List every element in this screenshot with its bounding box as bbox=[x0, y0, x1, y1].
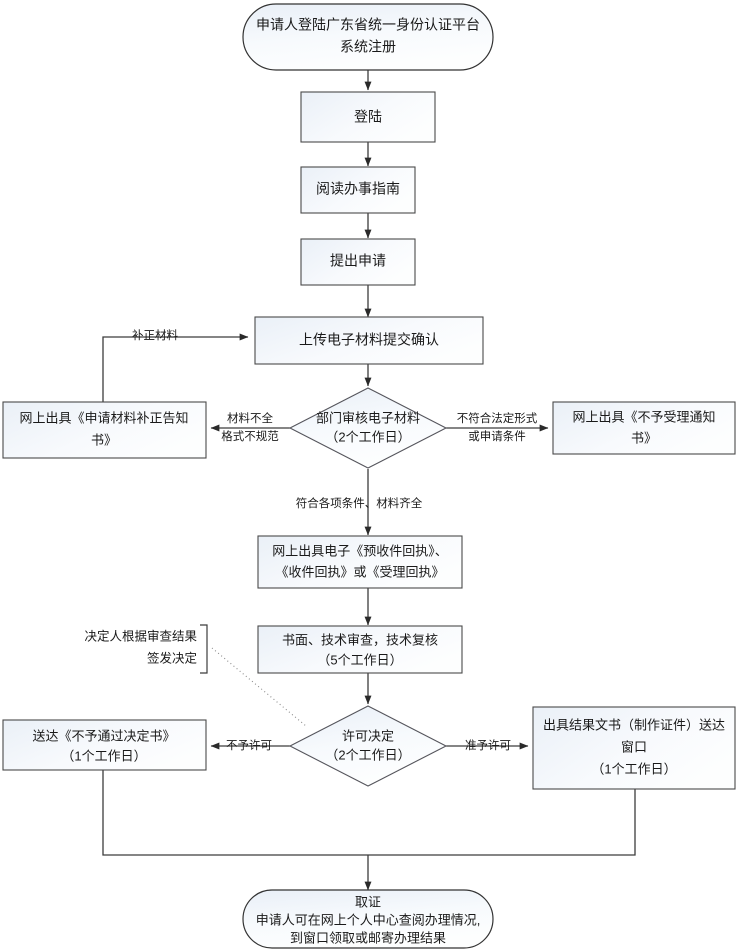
node-permit-decision-shape bbox=[288, 705, 448, 787]
annotation-bracket bbox=[200, 624, 208, 674]
node-review-decision-line-2: （2个工作日） bbox=[325, 429, 410, 444]
node-apply[interactable]: 提出申请 bbox=[300, 238, 416, 286]
edge-label-qualified: 符合各项条件、材料齐全 bbox=[296, 496, 423, 510]
edges-layer bbox=[102, 70, 636, 891]
node-technical-review-line-1: 书面、技术审查，技术复核 bbox=[282, 632, 438, 647]
node-upload[interactable]: 上传电子材料提交确认 bbox=[254, 316, 484, 365]
node-end-shape bbox=[242, 889, 494, 949]
node-reject-accept-notice[interactable]: 网上出具《不予受理通知 书》 bbox=[552, 401, 736, 455]
edge-approved-to-end bbox=[368, 789, 636, 856]
node-login-line-1: 登陆 bbox=[354, 109, 382, 125]
node-not-approved[interactable]: 送达《不予通过决定书》 （1个工作日） bbox=[2, 719, 207, 771]
node-end-line-3: 到窗口领取或邮寄办理结果 bbox=[290, 930, 446, 945]
node-receipt-line-2: 《收件回执》或《受理回执》 bbox=[275, 564, 444, 579]
node-approved-shape bbox=[532, 706, 736, 790]
edge-not-approved-to-end bbox=[102, 770, 368, 856]
node-permit-decision-line-2: （2个工作日） bbox=[325, 747, 410, 762]
node-not-approved-shape bbox=[2, 719, 207, 771]
node-permit-decision[interactable]: 许可决定 （2个工作日） bbox=[288, 705, 448, 787]
edge-label-incomplete-line-1: 材料不全 bbox=[227, 411, 273, 425]
node-start-line-1: 申请人登陆广东省统一身份认证平台 bbox=[256, 17, 480, 33]
edge-label-supplement: 补正材料 bbox=[132, 328, 178, 342]
node-supplement-notice-line-1: 网上出具《申请材料补正告知 bbox=[19, 410, 188, 425]
node-review-decision-line-1: 部门审核电子材料 bbox=[316, 410, 420, 425]
annotation-decider-line-1: 决定人根据审查结果 bbox=[84, 628, 197, 643]
node-technical-review-line-2: （5个工作日） bbox=[317, 652, 402, 667]
node-permit-decision-line-1: 许可决定 bbox=[342, 728, 394, 743]
node-receipt-line-1: 网上出具电子《预收件回执》、 bbox=[272, 543, 448, 558]
node-apply-shape bbox=[300, 238, 416, 286]
edge-labels-layer: 补正材料 材料不全 格式不规范 不符合法定形式 或申请条件 符合各项条件、材料齐… bbox=[132, 328, 538, 752]
node-login[interactable]: 登陆 bbox=[300, 91, 436, 143]
edge-label-permitted: 准予许可 bbox=[465, 739, 511, 752]
edge-label-incomplete-line-2: 格式不规范 bbox=[221, 429, 279, 443]
node-apply-line-1: 提出申请 bbox=[330, 253, 386, 269]
annotation-decider-line-2: 签发决定 bbox=[147, 650, 197, 665]
node-supplement-notice[interactable]: 网上出具《申请材料补正告知 书》 bbox=[2, 401, 207, 459]
node-receipt-shape bbox=[257, 535, 463, 589]
node-technical-review-shape bbox=[257, 625, 463, 674]
annotation-decider: 决定人根据审查结果 签发决定 bbox=[84, 628, 197, 665]
node-end[interactable]: 取证 申请人可在网上个人中心查阅办理情况, 到窗口领取或邮寄办理结果 bbox=[242, 889, 494, 949]
node-approved-line-3: （1个工作日） bbox=[591, 761, 676, 776]
edge-label-illegal-form-line-2: 或申请条件 bbox=[468, 429, 526, 443]
node-end-line-1: 取证 bbox=[355, 894, 381, 909]
edge-label-not-permitted: 不予许可 bbox=[226, 739, 272, 752]
node-reject-accept-notice-line-1: 网上出具《不予受理通知 bbox=[572, 409, 715, 424]
node-technical-review[interactable]: 书面、技术审查，技术复核 （5个工作日） bbox=[257, 625, 463, 674]
node-guide[interactable]: 阅读办事指南 bbox=[300, 166, 416, 214]
node-approved-line-1: 出具结果文书（制作证件）送达 bbox=[543, 717, 725, 732]
node-end-line-2: 申请人可在网上个人中心查阅办理情况, bbox=[256, 912, 481, 927]
edge-label-illegal-form-line-1: 不符合法定形式 bbox=[457, 411, 538, 425]
node-start-shape bbox=[242, 3, 494, 71]
node-supplement-notice-shape bbox=[2, 401, 207, 459]
node-supplement-notice-line-2: 书》 bbox=[91, 432, 117, 447]
node-approved-line-2: 窗口 bbox=[621, 739, 647, 754]
node-start[interactable]: 申请人登陆广东省统一身份认证平台 系统注册 bbox=[242, 3, 494, 71]
node-receipt[interactable]: 网上出具电子《预收件回执》、 《收件回执》或《受理回执》 bbox=[257, 535, 463, 589]
node-reject-accept-notice-shape bbox=[552, 401, 736, 455]
node-review-decision-shape bbox=[288, 387, 448, 469]
node-login-shape bbox=[300, 91, 436, 143]
node-review-decision[interactable]: 部门审核电子材料 （2个工作日） bbox=[288, 387, 448, 469]
node-upload-shape bbox=[254, 316, 484, 365]
node-guide-line-1: 阅读办事指南 bbox=[316, 181, 400, 197]
annotation-leader-dotted bbox=[211, 647, 307, 727]
edge-supplement-notice-to-upload bbox=[102, 333, 249, 402]
node-guide-shape bbox=[300, 166, 416, 214]
node-approved[interactable]: 出具结果文书（制作证件）送达 窗口 （1个工作日） bbox=[532, 706, 736, 790]
node-not-approved-line-2: （1个工作日） bbox=[61, 748, 146, 763]
node-start-line-2: 系统注册 bbox=[340, 39, 396, 55]
node-not-approved-line-1: 送达《不予通过决定书》 bbox=[32, 728, 175, 743]
node-reject-accept-notice-line-2: 书》 bbox=[631, 430, 657, 445]
node-upload-line-1: 上传电子材料提交确认 bbox=[299, 332, 439, 348]
